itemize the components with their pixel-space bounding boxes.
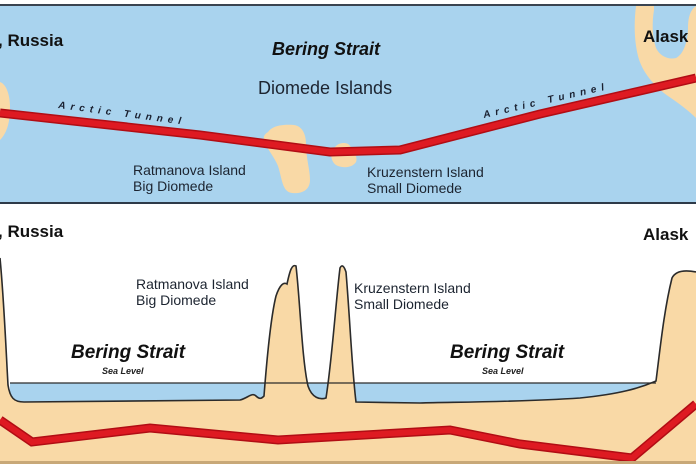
big-diomede-label-profile: Ratmanova Island Big Diomede xyxy=(136,276,249,308)
strait-label-right-profile: Bering Strait xyxy=(450,342,565,363)
big-diomede-alias-profile: Big Diomede xyxy=(136,292,217,308)
alaska-inlet xyxy=(652,6,696,59)
small-diomede-label-map: Kruzenstern Island Small Diomede xyxy=(367,164,484,196)
russia-label-map: , Russia xyxy=(0,31,64,50)
tunnel-route-profile xyxy=(0,401,696,462)
section-divider xyxy=(0,202,696,204)
small-diomede-alias: Small Diomede xyxy=(367,180,462,196)
small-diomede-alias-profile: Small Diomede xyxy=(354,296,449,312)
strait-label-left-profile: Bering Strait xyxy=(71,342,186,363)
tunnel-route-map xyxy=(0,75,696,155)
small-diomede-label-profile: Kruzenstern Island Small Diomede xyxy=(354,280,471,312)
sea-level-label-right: Sea Level xyxy=(482,366,524,376)
big-diomede-alias: Big Diomede xyxy=(133,178,214,194)
profile-outline xyxy=(0,257,696,404)
small-diomede-name-profile: Kruzenstern Island xyxy=(354,280,471,296)
seabed-profile xyxy=(0,258,696,464)
bottom-frame xyxy=(0,461,696,464)
russia-label-profile: , Russia xyxy=(0,222,64,241)
big-diomede-name: Ratmanova Island xyxy=(133,162,246,178)
big-diomede-label-map: Ratmanova Island Big Diomede xyxy=(133,162,246,194)
diomede-islands-title: Diomede Islands xyxy=(258,78,393,98)
small-diomede-name: Kruzenstern Island xyxy=(367,164,484,180)
sea-level-label-left: Sea Level xyxy=(102,366,144,376)
alaska-label-profile: Alask xyxy=(643,225,689,244)
top-frame-line xyxy=(0,4,696,6)
alaska-label-map: Alask xyxy=(643,27,689,46)
strait-label-map: Bering Strait xyxy=(272,39,381,59)
big-diomede-name-profile: Ratmanova Island xyxy=(136,276,249,292)
